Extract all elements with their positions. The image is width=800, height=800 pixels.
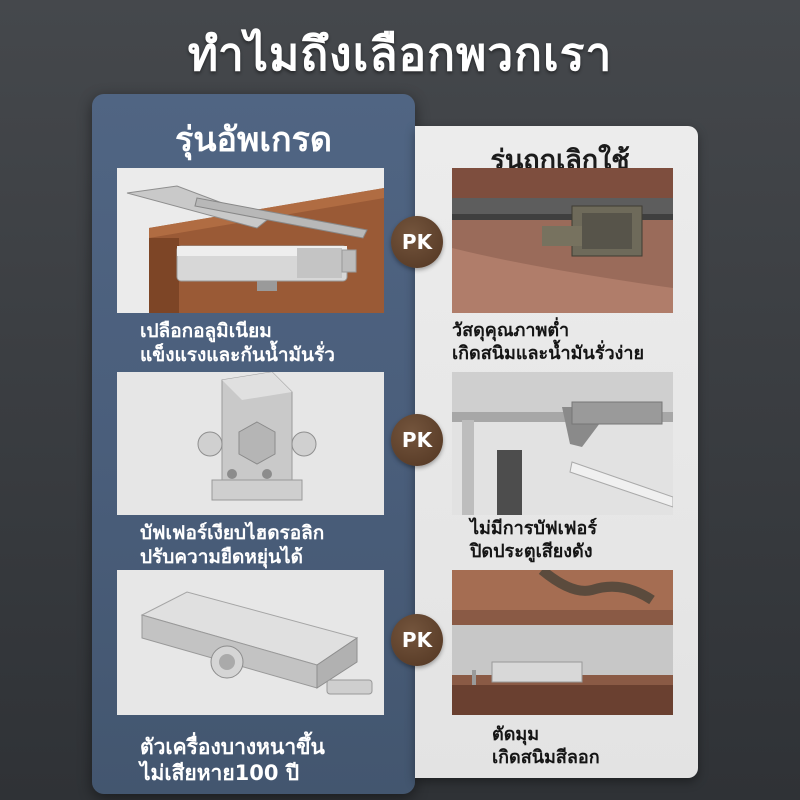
obsolete-caption-2-line2: ปิดประตูเสียงดัง	[470, 540, 593, 562]
obsolete-caption-1: วัสดุคุณภาพต่ำ เกิดสนิมและน้ำมันรั่วง่าย	[452, 320, 644, 365]
pk-badge-2: PK	[391, 414, 443, 466]
rusty-closer-photo	[452, 168, 673, 313]
obsolete-caption-2-line1: ไม่มีการบัฟเฟอร์	[470, 518, 598, 539]
obsolete-caption-3: ตัดมุม เกิดสนิมสีลอก	[492, 724, 600, 769]
upgraded-caption-1: เปลือกอลูมิเนียม แข็งแรงและกันน้ำมันรั่ว	[140, 320, 335, 368]
broken-arm-photo	[452, 372, 673, 515]
door-closer-front-photo	[117, 372, 384, 515]
upgraded-caption-2-line2: ปรับความยืดหยุ่นได้	[140, 545, 303, 568]
door-closer-body-photo	[117, 570, 384, 715]
upgraded-caption-1-line2: แข็งแรงและกันน้ำมันรั่ว	[140, 343, 335, 366]
obsolete-caption-1-line1: วัสดุคุณภาพต่ำ	[452, 320, 570, 341]
door-closer-arm-photo	[117, 168, 384, 313]
page-headline: ทำไมถึงเลือกพวกเรา	[187, 27, 613, 81]
upgraded-caption-3-line2: ไม่เสียหาย100 ปี	[140, 761, 300, 786]
pk-badge-3: PK	[391, 614, 443, 666]
upgraded-caption-2-line1: บัฟเฟอร์เงียบไฮดรอลิก	[140, 522, 325, 544]
obsolete-caption-2: ไม่มีการบัฟเฟอร์ ปิดประตูเสียงดัง	[470, 518, 597, 563]
upgraded-panel-title: รุ่นอัพเกรด	[175, 120, 332, 160]
obsolete-caption-3-line2: เกิดสนิมสีลอก	[492, 746, 600, 768]
obsolete-caption-3-line1: ตัดมุม	[492, 724, 540, 745]
upgraded-caption-3-line1: ตัวเครื่องบางหนาขึ้น	[140, 735, 325, 759]
upgraded-caption-3: ตัวเครื่องบางหนาขึ้น ไม่เสียหาย100 ปี	[140, 734, 325, 787]
obsolete-caption-1-line2: เกิดสนิมและน้ำมันรั่วง่าย	[452, 342, 644, 364]
upgraded-caption-1-line1: เปลือกอลูมิเนียม	[140, 320, 272, 342]
upgraded-caption-2: บัฟเฟอร์เงียบไฮดรอลิก ปรับความยืดหยุ่นได…	[140, 522, 324, 570]
pk-badge-1: PK	[391, 216, 443, 268]
peeling-closer-photo	[452, 570, 673, 715]
